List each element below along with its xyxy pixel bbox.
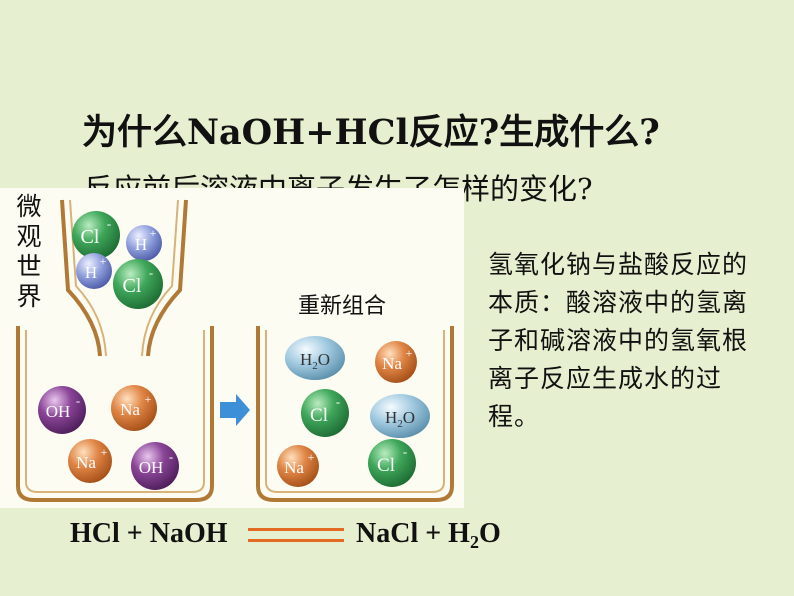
regroup-label: 重新组合 — [298, 294, 387, 319]
ion-oh: OH - — [131, 442, 179, 490]
molecule-h2o: H2O — [285, 336, 345, 380]
side-label-char: 世 — [16, 252, 42, 281]
svg-text:Cl: Cl — [377, 455, 395, 476]
side-label-char: 微 — [16, 192, 42, 221]
ion-na: Na + — [277, 445, 319, 487]
ion-cl: Cl - — [113, 259, 163, 309]
svg-text:-: - — [336, 394, 340, 409]
svg-text:H2O: H2O — [385, 408, 415, 430]
equation-products-main: NaCl + H — [356, 518, 470, 549]
molecule-h2o: H2O — [370, 394, 430, 438]
svg-text:-: - — [76, 393, 80, 408]
svg-text:+: + — [145, 392, 152, 406]
svg-text:-: - — [107, 216, 111, 231]
svg-text:+: + — [101, 445, 108, 459]
page-title: 为什么NaOH+HCl反应?生成什么? — [82, 112, 660, 153]
side-label-char: 观 — [16, 222, 42, 251]
svg-text:Cl: Cl — [123, 275, 142, 297]
funnel — [60, 199, 188, 357]
svg-text:Na: Na — [284, 458, 304, 477]
ion-h: H + — [76, 253, 112, 289]
svg-text:H: H — [135, 235, 147, 254]
ion-h: H + — [126, 225, 162, 261]
svg-text:+: + — [150, 226, 157, 240]
svg-text:+: + — [100, 254, 107, 268]
svg-text:-: - — [403, 444, 407, 459]
svg-text:H: H — [85, 263, 97, 282]
side-label: 微 观 世 界 — [12, 192, 46, 312]
ion-cl: Cl - — [368, 439, 416, 487]
svg-text:-: - — [169, 449, 173, 464]
svg-text:Na: Na — [76, 453, 96, 472]
svg-text:H2O: H2O — [300, 350, 330, 372]
svg-text:+: + — [406, 346, 413, 360]
ion-oh: OH - — [38, 386, 86, 434]
ion-cl: Cl - — [72, 211, 120, 259]
equation-subscript: 2 — [469, 532, 479, 552]
svg-text:-: - — [149, 265, 153, 280]
svg-text:Cl: Cl — [81, 226, 100, 248]
side-label-char: 界 — [16, 282, 42, 311]
svg-text:+: + — [308, 450, 315, 464]
ion-cl: Cl - — [301, 389, 349, 437]
ion-na: Na + — [111, 385, 157, 431]
equation-products-suffix: O — [478, 518, 501, 549]
right-beaker — [256, 326, 454, 502]
svg-text:Na: Na — [120, 400, 140, 419]
left-beaker — [16, 326, 214, 502]
equals-line-top — [248, 528, 344, 531]
ion-na: Na + — [68, 439, 112, 483]
ion-na: Na + — [375, 341, 417, 383]
svg-text:Cl: Cl — [310, 405, 328, 426]
svg-text:OH: OH — [46, 402, 71, 421]
svg-text:OH: OH — [139, 458, 164, 477]
explanation-text: 氢氧化钠与盐酸反应的本质：酸溶液中的氢离子和碱溶液中的氢氧根离子反应生成水的过程… — [488, 250, 749, 431]
reaction-illustration: Cl - H + H + Cl - OH - Na + Na + OH - H2 — [16, 199, 454, 502]
arrow-icon — [220, 394, 250, 426]
equation-reactants: HCl + NaOH — [70, 518, 228, 549]
svg-text:Na: Na — [382, 354, 402, 373]
equation-products: NaCl + H2O — [356, 518, 501, 552]
equals-line-bottom — [248, 539, 344, 542]
